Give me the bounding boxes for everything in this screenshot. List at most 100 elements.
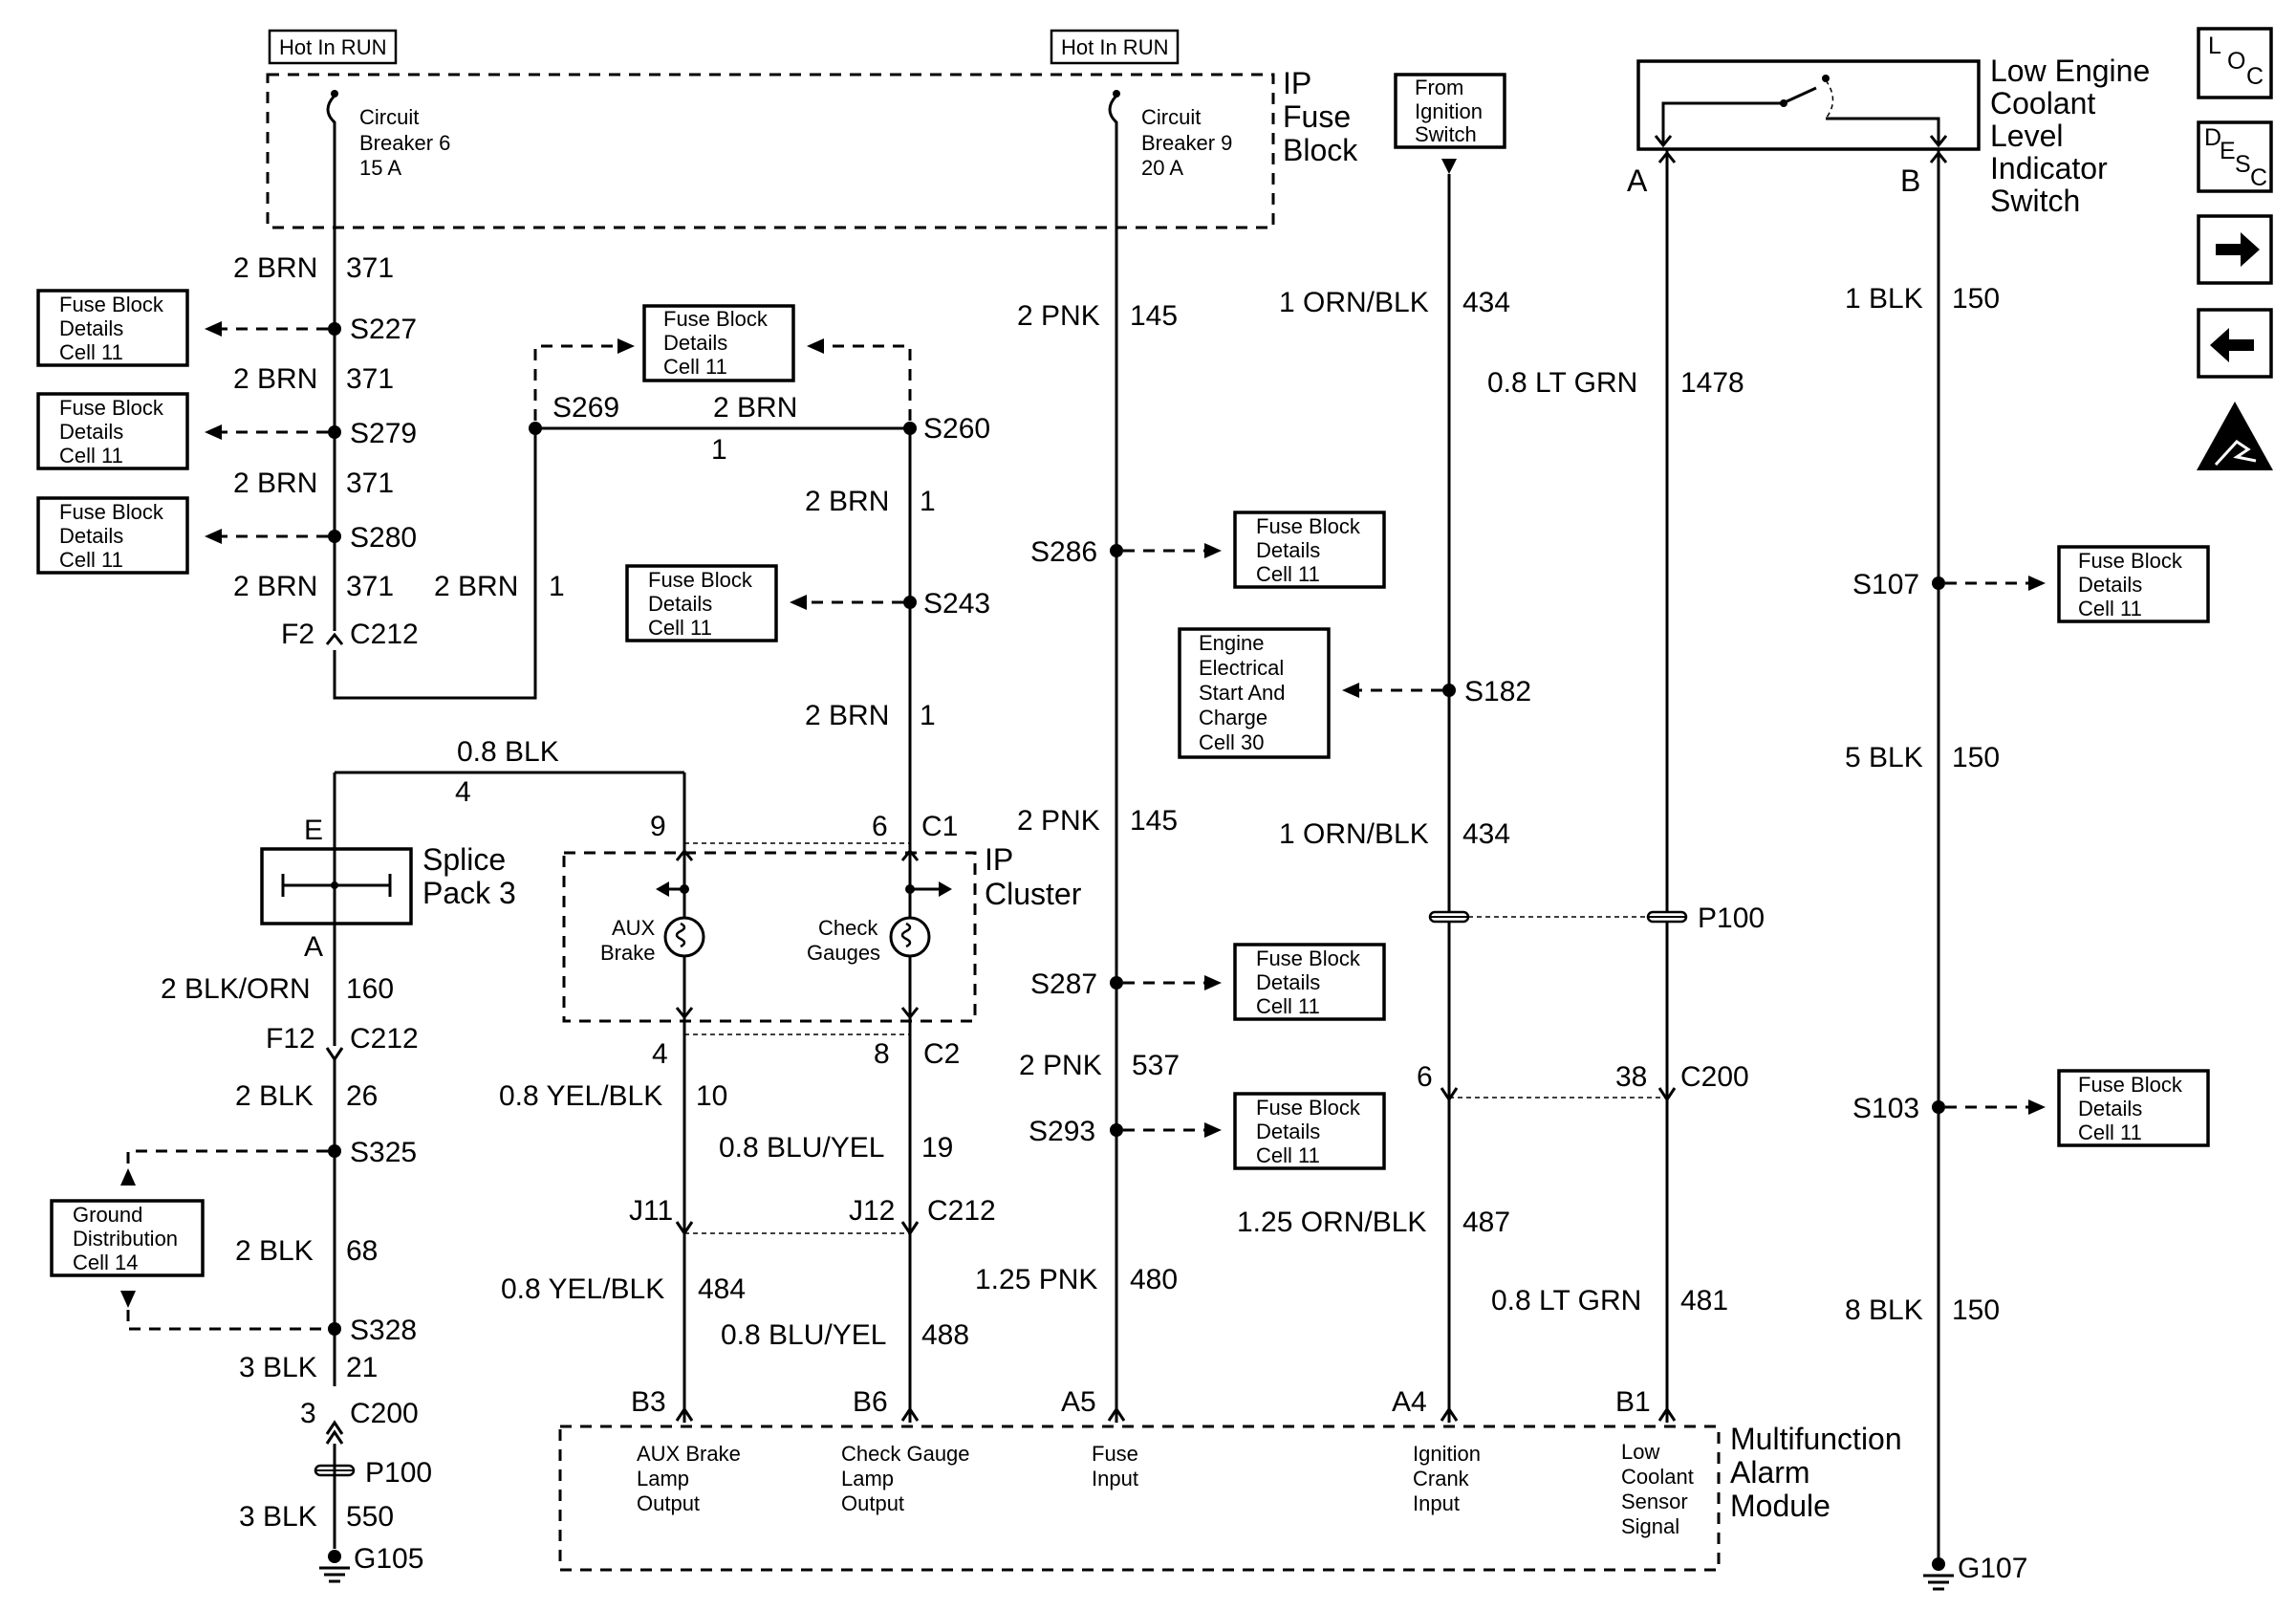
svg-text:Fuse Block: Fuse Block — [59, 500, 164, 524]
svg-text:Fuse Block: Fuse Block — [2078, 1073, 2183, 1097]
next-arrow-icon[interactable] — [2197, 214, 2273, 285]
splice-s286 — [1110, 544, 1123, 557]
lbl-537: 537 — [1132, 1050, 1180, 1081]
mam-low-2: Coolant — [1621, 1465, 1694, 1489]
lbl-1-top: 1 — [711, 434, 727, 466]
leader-arrow-icon — [1204, 1122, 1222, 1138]
c212-f12-connector-icon — [325, 1047, 344, 1062]
leader-arrow-icon — [1342, 683, 1359, 698]
fuse-block-details-s286[interactable]: Fuse Block Details Cell 11 — [1233, 511, 1386, 589]
prev-arrow-icon[interactable] — [2197, 308, 2273, 379]
svg-text:Cell 30: Cell 30 — [1199, 730, 1264, 754]
svg-text:Fuse Block: Fuse Block — [59, 293, 164, 316]
lbl-145-1: 145 — [1130, 300, 1178, 332]
from-ignition-3: Switch — [1415, 122, 1477, 146]
lbl-434-1: 434 — [1462, 287, 1510, 318]
loc-icon[interactable]: L O C — [2197, 27, 2273, 99]
lbl-p100-1: P100 — [365, 1457, 432, 1489]
svg-text:Details: Details — [59, 316, 123, 340]
fuse-block-details-s287[interactable]: Fuse Block Details Cell 11 — [1233, 943, 1386, 1021]
lbl-1478: 1478 — [1680, 367, 1744, 399]
desc-icon[interactable]: D E S C — [2197, 120, 2273, 193]
svg-text:Charge: Charge — [1199, 706, 1267, 729]
lbl-160: 160 — [346, 973, 394, 1005]
svg-text:Cell 11: Cell 11 — [1256, 1143, 1320, 1167]
splice-s293 — [1110, 1123, 1123, 1137]
lbl-2brn-1: 2 BRN — [233, 252, 317, 284]
lbl-s107: S107 — [1852, 569, 1919, 600]
lbl-150-1: 150 — [1952, 283, 2000, 315]
lbl-2brn-5: 2 BRN — [434, 571, 518, 602]
from-ignition-2: Ignition — [1415, 99, 1483, 123]
coolant-pin-a-connector-icon — [1657, 150, 1677, 163]
lbl-550: 550 — [346, 1501, 394, 1533]
hot-in-run-tag-left — [268, 29, 398, 65]
svg-text:Cell 11: Cell 11 — [648, 616, 712, 640]
mam-title-1: Multifunction — [1730, 1422, 1902, 1456]
coolant-pin-a: A — [1627, 163, 1648, 198]
engine-electrical-box[interactable]: Engine Electrical Start And Charge Cell … — [1178, 627, 1331, 759]
splice-s260 — [903, 422, 917, 435]
svg-text:Cell 14: Cell 14 — [73, 1251, 138, 1274]
svg-text:Cell 11: Cell 11 — [663, 355, 727, 379]
svg-text:Cell 11: Cell 11 — [1256, 994, 1320, 1018]
lbl-8blk: 8 BLK — [1845, 1295, 1923, 1326]
svg-text:Ground: Ground — [73, 1203, 142, 1227]
splice-s182 — [1442, 684, 1456, 697]
lbl-b1: B1 — [1615, 1386, 1651, 1418]
lbl-2brn-3: 2 BRN — [233, 468, 317, 499]
lbl-2blk-68: 2 BLK — [235, 1235, 314, 1267]
svg-text:D: D — [2204, 124, 2221, 151]
lbl-1-7: 1 — [920, 700, 936, 731]
lbl-pin8: 8 — [874, 1038, 890, 1070]
lbl-s328: S328 — [350, 1315, 417, 1346]
lbl-10: 10 — [696, 1080, 727, 1112]
lbl-s287: S287 — [1030, 968, 1097, 1000]
mam-ign-1: Ignition — [1413, 1442, 1481, 1466]
fuse-block-details-s279[interactable]: Fuse Block Details Cell 11 — [36, 392, 189, 470]
leader-arrow-icon — [807, 338, 824, 354]
hot-in-run-right: Hot In RUN — [1061, 35, 1168, 59]
lbl-s325: S325 — [350, 1137, 417, 1168]
fuse-block-details-s269[interactable]: Fuse Block Details Cell 11 — [642, 304, 795, 382]
leader-arrow-icon — [2028, 576, 2046, 591]
ground-distribution-box[interactable]: Ground Distribution Cell 14 — [50, 1199, 205, 1277]
mam-low-1: Low — [1621, 1440, 1659, 1464]
fuse-block-details-s243[interactable]: Fuse Block Details Cell 11 — [625, 564, 778, 642]
lbl-08blk: 0.8 BLK — [457, 736, 559, 768]
lbl-c1: C1 — [921, 811, 958, 842]
leader-arrow-icon — [120, 1291, 136, 1308]
fuse-block-details-s107[interactable]: Fuse Block Details Cell 11 — [2057, 545, 2210, 623]
fuse-block-details-s280[interactable]: Fuse Block Details Cell 11 — [36, 496, 189, 575]
ip-fuse-block-label-2: Fuse — [1283, 99, 1351, 134]
svg-text:Details: Details — [2078, 573, 2142, 597]
from-ignition-switch-box — [1394, 73, 1506, 149]
lbl-g105: G105 — [354, 1543, 423, 1575]
svg-text:Electrical: Electrical — [1199, 656, 1284, 680]
fuse-block-details-s103[interactable]: Fuse Block Details Cell 11 — [2057, 1069, 2210, 1147]
lbl-yelblk-484: 0.8 YEL/BLK — [501, 1273, 664, 1305]
lbl-blkorn: 2 BLK/ORN — [161, 973, 311, 1005]
mam-title-2: Alarm — [1730, 1455, 1810, 1490]
lbl-c212-3: C212 — [927, 1195, 996, 1227]
mam-fuse-1: Fuse — [1092, 1442, 1138, 1466]
splice-pack-icon — [281, 849, 392, 924]
lbl-s280: S280 — [350, 522, 417, 554]
svg-text:Details: Details — [1256, 970, 1320, 994]
lbl-3blk-550: 3 BLK — [239, 1501, 317, 1533]
cb9-line2: Breaker 9 — [1141, 131, 1232, 155]
lbl-1-5: 1 — [549, 571, 565, 602]
lbl-434-2: 434 — [1462, 818, 1510, 850]
splice-s227 — [328, 322, 341, 336]
leader-arrow-icon — [205, 529, 222, 544]
c200-connector-icon-2 — [325, 1429, 344, 1445]
lbl-s103: S103 — [1852, 1093, 1919, 1124]
lbl-ornblk-434-2: 1 ORN/BLK — [1279, 818, 1429, 850]
lbl-1-6: 1 — [920, 486, 936, 517]
fuse-block-details-s227[interactable]: Fuse Block Details Cell 11 — [36, 289, 189, 367]
lbl-s243: S243 — [923, 588, 990, 620]
mam-fuse-2: Input — [1092, 1467, 1138, 1490]
fuse-block-details-s293[interactable]: Fuse Block Details Cell 11 — [1233, 1092, 1386, 1170]
lbl-pin6-c200: 6 — [1417, 1061, 1433, 1093]
svg-text:Cell 11: Cell 11 — [59, 548, 123, 572]
